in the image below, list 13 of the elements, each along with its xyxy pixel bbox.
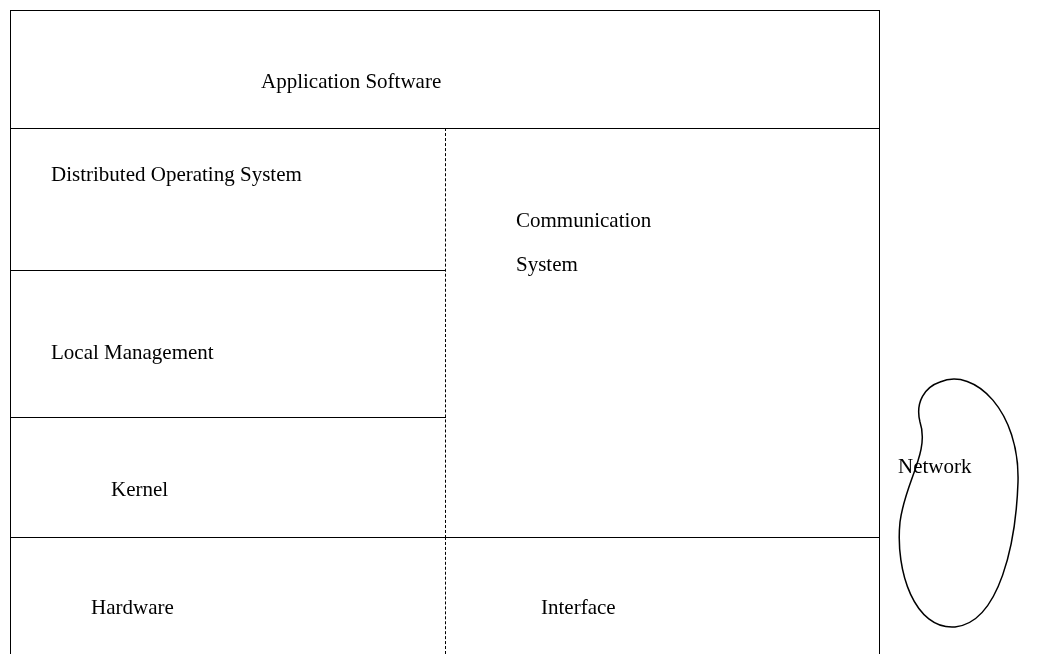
layer-label: Distributed Operating System [51, 161, 303, 188]
layer-label: Interface [541, 594, 617, 621]
layer-box [445, 537, 880, 654]
layer-box [10, 270, 446, 418]
layer-box [10, 128, 446, 271]
layer-label: Communication System [516, 207, 653, 278]
layer-label: Application Software [261, 68, 443, 95]
layer-box [10, 417, 446, 538]
layer-box [10, 10, 880, 129]
layer-label: Local Management [51, 339, 215, 366]
layer-label: Kernel [111, 476, 170, 503]
layer-label: Hardware [91, 594, 175, 621]
layer-box [445, 128, 880, 538]
